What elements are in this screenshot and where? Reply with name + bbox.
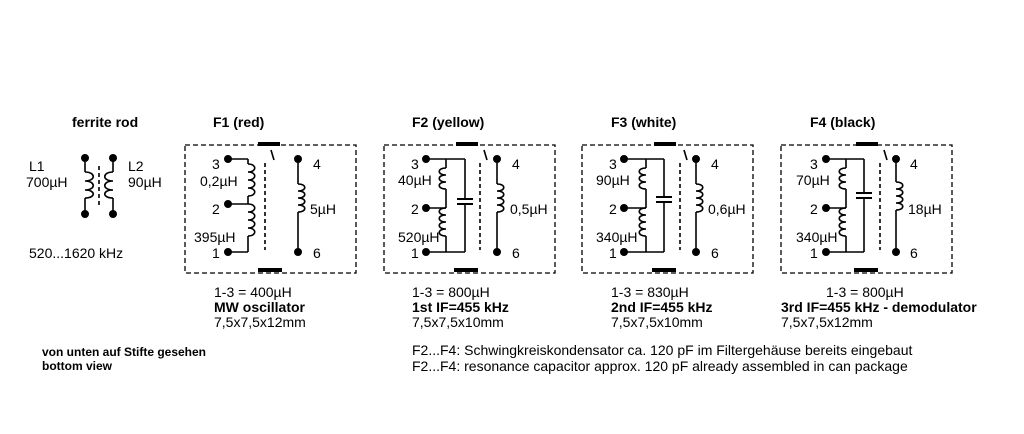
f1-pin6: 6: [313, 245, 321, 261]
f1-lower-inductance: 395µH: [194, 229, 236, 245]
f1-upper-inductance: 0,2µH: [200, 173, 238, 189]
f4-pin1: 1: [810, 245, 818, 261]
f2-pin4: 4: [512, 156, 520, 172]
f2-spec-function: 1st IF=455 kHz: [412, 299, 509, 315]
f2-pin3: 3: [411, 156, 419, 172]
f4-spec-size: 7,5x7,5x12mm: [781, 314, 873, 330]
f2-spec-size: 7,5x7,5x10mm: [412, 314, 504, 330]
f4-spec-function: 3rd IF=455 kHz - demodulator: [781, 299, 977, 315]
ferrite-rod-title: ferrite rod: [72, 114, 139, 130]
f4-spec-inductance: 1-3 = 800µH: [826, 284, 904, 300]
filter-outlines: [184, 144, 953, 274]
f1-title: F1 (red): [213, 114, 265, 130]
f3-pin3: 3: [609, 156, 617, 172]
filter-f1-schematic: [224, 142, 306, 272]
f1-pin2: 2: [212, 201, 220, 217]
f1-pin4: 4: [313, 156, 321, 172]
l1-value: 700µH: [26, 174, 68, 190]
f2-upper-inductance: 40µH: [398, 172, 432, 188]
f2-pin2: 2: [411, 201, 419, 217]
f1-secondary-inductance: 5µH: [310, 201, 336, 217]
filter-f3-schematic: [619, 142, 704, 272]
f4-pin4: 4: [910, 156, 918, 172]
f3-lower-inductance: 340µH: [596, 229, 638, 245]
f4-upper-inductance: 70µH: [796, 172, 830, 188]
f3-secondary-inductance: 0,6µH: [708, 201, 746, 217]
f3-spec-function: 2nd IF=455 kHz: [611, 299, 713, 315]
f4-title: F4 (black): [810, 114, 876, 130]
f2-title: F2 (yellow): [412, 114, 485, 130]
ferrite-rod-transformer: [81, 154, 118, 219]
capacitor-note-de: F2...F4: Schwingkreiskondensator ca. 120…: [412, 342, 913, 358]
f2-lower-inductance: 520µH: [398, 229, 440, 245]
f2-pin1: 1: [411, 245, 419, 261]
filter-f4-schematic: [821, 142, 904, 272]
f4-pin3: 3: [810, 156, 818, 172]
f3-pin1: 1: [609, 245, 617, 261]
view-note-en: bottom view: [42, 359, 113, 373]
f1-pin1: 1: [212, 245, 220, 261]
f2-pin6: 6: [512, 245, 520, 261]
f4-pin6: 6: [910, 245, 918, 261]
f1-spec-function: MW oscillator: [214, 299, 306, 315]
f3-pin4: 4: [711, 156, 719, 172]
filter-f2-schematic: [421, 142, 505, 272]
f3-pin6: 6: [711, 245, 719, 261]
f4-pin2: 2: [810, 201, 818, 217]
f1-pin3: 3: [212, 156, 220, 172]
f2-secondary-inductance: 0,5µH: [510, 201, 548, 217]
f3-spec-size: 7,5x7,5x10mm: [611, 314, 703, 330]
f3-upper-inductance: 90µH: [596, 172, 630, 188]
f2-spec-inductance: 1-3 = 800µH: [412, 284, 490, 300]
view-note-de: von unten auf Stifte gesehen: [42, 345, 207, 359]
f4-lower-inductance: 340µH: [796, 229, 838, 245]
l1-label: L1: [29, 158, 45, 174]
capacitor-note-en: F2...F4: resonance capacitor approx. 120…: [412, 358, 908, 374]
f3-pin2: 2: [609, 201, 617, 217]
f4-secondary-inductance: 18µH: [908, 201, 942, 217]
l2-value: 90µH: [128, 174, 162, 190]
l2-label: L2: [128, 158, 144, 174]
f3-spec-inductance: 1-3 = 830µH: [611, 284, 689, 300]
f1-spec-inductance: 1-3 = 400µH: [214, 284, 292, 300]
ferrite-range: 520...1620 kHz: [29, 245, 124, 261]
f1-spec-size: 7,5x7,5x12mm: [214, 314, 306, 330]
f3-title: F3 (white): [611, 114, 677, 130]
